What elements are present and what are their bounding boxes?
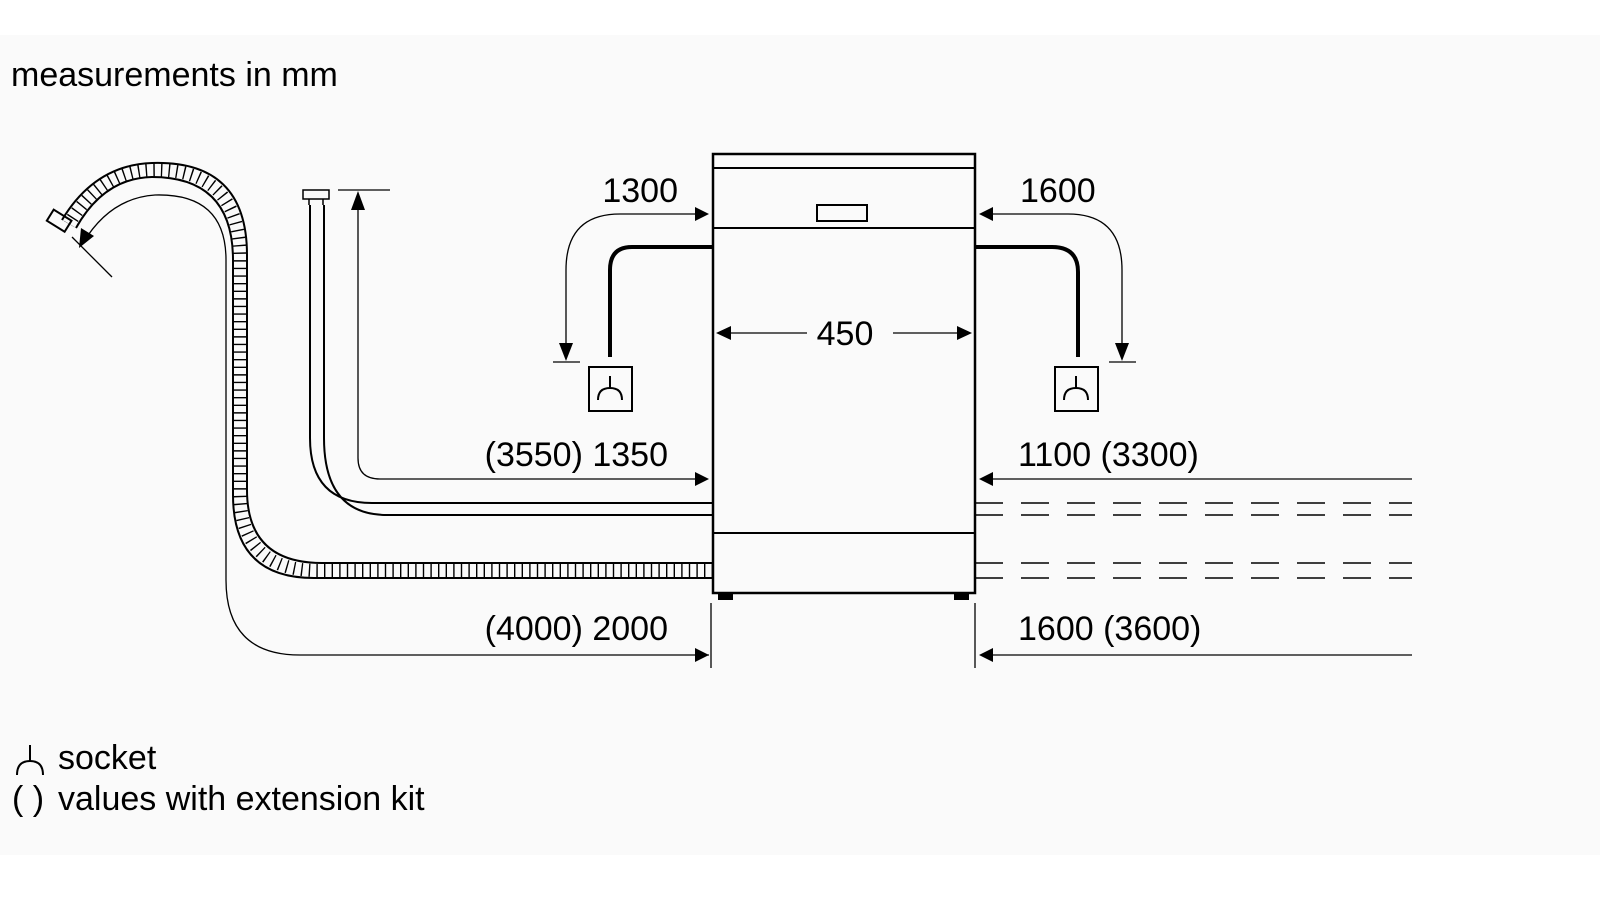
appliance-outline bbox=[711, 152, 977, 595]
socket-icon bbox=[16, 744, 44, 775]
socket-right bbox=[1054, 366, 1099, 412]
dim-label-inlet-right: 1100 (3300) bbox=[1018, 436, 1199, 474]
measurements-heading: measurements in mm bbox=[11, 56, 338, 94]
diagram-panel bbox=[0, 35, 1600, 855]
water-inlet-hose bbox=[302, 189, 713, 516]
drain-hose bbox=[45, 161, 713, 579]
power-cable-right bbox=[975, 245, 1080, 357]
door-handle bbox=[816, 204, 868, 222]
foot-right bbox=[954, 593, 969, 600]
legend-socket-row: socket bbox=[12, 738, 425, 779]
dim-tick-nozzle bbox=[71, 236, 113, 278]
dim-arrowhead-inlet-up bbox=[351, 191, 365, 210]
dishwasher-body bbox=[711, 152, 977, 600]
foot-left bbox=[718, 593, 733, 600]
dim-arrowhead-left-down bbox=[559, 343, 573, 361]
dim-arrowhead-left-top bbox=[695, 207, 709, 221]
dim-label-right-top: 1600 bbox=[1020, 172, 1096, 210]
width-arrowhead-right bbox=[957, 326, 972, 340]
legend-paren-symbol: ( ) bbox=[12, 780, 45, 818]
dim-label-left-top: 1300 bbox=[602, 172, 678, 210]
width-arrowhead-left bbox=[716, 326, 731, 340]
dim-arrowhead-inlet-right bbox=[695, 472, 709, 486]
dim-label-drain-right: 1600 (3600) bbox=[1018, 610, 1201, 648]
dim-label-width: 450 bbox=[817, 315, 874, 353]
legend: socket ( ) values with extension kit bbox=[12, 738, 425, 820]
dim-label-drain-left: (4000) 2000 bbox=[485, 610, 668, 648]
dim-arrowhead-inlet-right-in bbox=[979, 472, 993, 486]
legend-extension-row: ( ) values with extension kit bbox=[12, 779, 425, 820]
dim-arrow-right-top bbox=[982, 213, 1123, 357]
socket-left bbox=[588, 366, 633, 412]
dim-arrowhead-right-top bbox=[979, 207, 993, 221]
dim-label-inlet-left: (3550) 1350 bbox=[485, 436, 668, 474]
power-cable-left bbox=[608, 245, 713, 357]
dim-arrow-left-top bbox=[565, 213, 706, 357]
dim-arrow-inlet-left bbox=[357, 196, 706, 480]
dim-arrowhead-drain-right-in bbox=[979, 648, 993, 662]
dim-arrowhead-drain-right bbox=[695, 648, 709, 662]
legend-socket-label: socket bbox=[58, 739, 157, 777]
dim-arrowhead-right-down bbox=[1115, 343, 1129, 361]
dim-arrowhead-drain-nozzle bbox=[79, 228, 94, 248]
legend-extension-label: values with extension kit bbox=[58, 780, 425, 818]
dim-arrow-drain-left bbox=[82, 194, 709, 656]
